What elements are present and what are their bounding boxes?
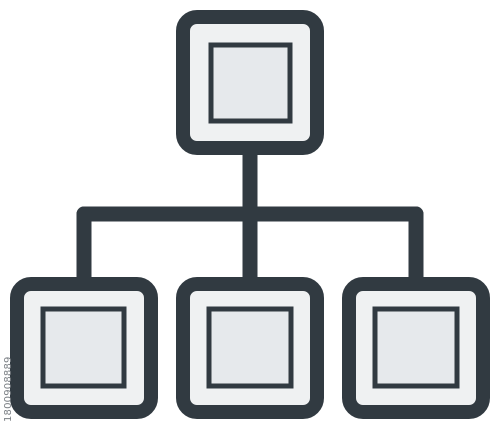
bottom-center-node xyxy=(176,277,324,419)
bottom-right-node xyxy=(342,277,490,419)
watermark-code: 1800908889 xyxy=(3,356,14,422)
connector-lines xyxy=(76,140,424,294)
bottom-left-node xyxy=(10,277,158,419)
top-node xyxy=(176,10,324,155)
